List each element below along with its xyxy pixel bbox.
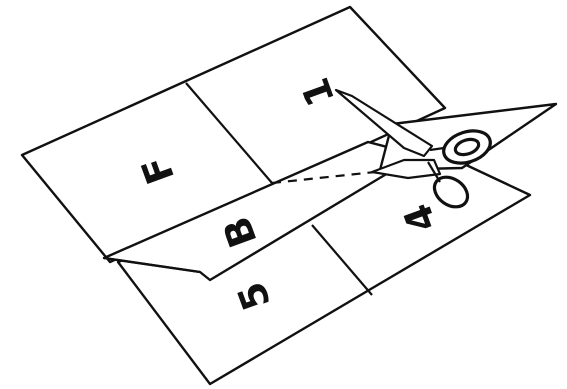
diagram-canvas: F 1 B 4 5: [0, 0, 567, 389]
folded-paper-diagram: F 1 B 4 5: [0, 0, 567, 389]
